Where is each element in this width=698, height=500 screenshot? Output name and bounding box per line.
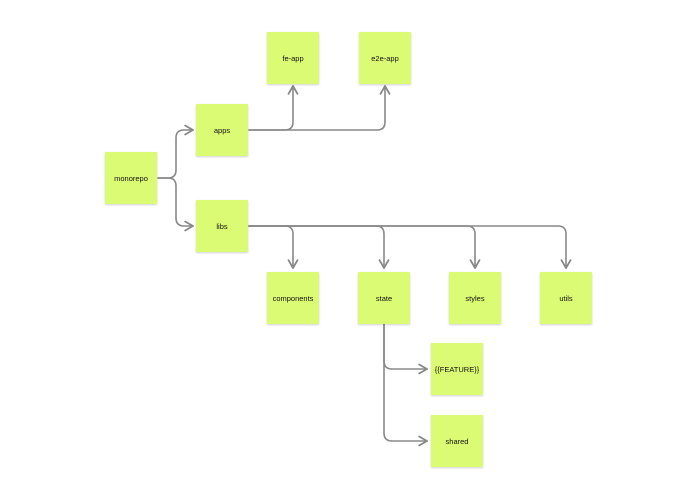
node-apps: apps: [196, 104, 248, 156]
node-monorepo: monorepo: [105, 152, 157, 204]
edge-apps-e2e-app: [248, 85, 391, 131]
node-libs: libs: [196, 200, 248, 252]
edge-libs-styles: [248, 225, 481, 269]
node-utils: utils: [540, 272, 592, 324]
edge-libs-state: [248, 225, 390, 269]
edge-apps-fe-app: [248, 85, 299, 131]
edge-monorepo-apps: [157, 124, 194, 179]
edge-state-feature: [383, 323, 428, 375]
node-feature: {{FEATURE}}: [431, 343, 483, 395]
node-components: components: [267, 272, 319, 324]
edge-monorepo-libs: [157, 177, 194, 232]
edge-state-shared: [383, 323, 428, 447]
edge-libs-components: [248, 225, 299, 269]
node-shared: shared: [431, 415, 483, 467]
edge-libs-utils: [248, 225, 572, 269]
node-e2e-app: e2e-app: [359, 32, 411, 84]
node-state: state: [358, 272, 410, 324]
node-fe-app: fe-app: [267, 32, 319, 84]
node-styles: styles: [449, 272, 501, 324]
